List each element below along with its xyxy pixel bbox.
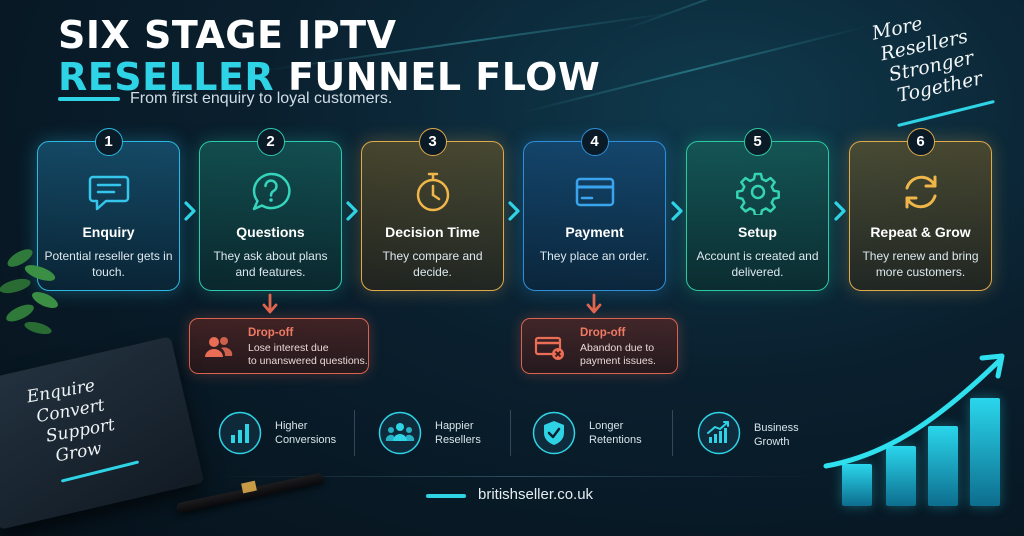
- benefit-line: Happier: [435, 420, 474, 432]
- benefit-label: Higher Conversions: [275, 419, 336, 447]
- step-title: Payment: [565, 224, 624, 240]
- step-description: They renew and bring more customers.: [862, 249, 979, 279]
- shield-check-icon: [532, 411, 576, 455]
- dropoff-description: Lose interest due to unanswered question…: [248, 342, 368, 368]
- credit-card-icon: [575, 177, 614, 207]
- benefit-line: Conversions: [275, 434, 337, 446]
- title-rest: FUNNEL FLOW: [287, 55, 601, 99]
- step-number: 1: [94, 128, 123, 156]
- step-title: Questions: [236, 224, 305, 240]
- subtitle: From first enquiry to loyal customers.: [130, 90, 393, 107]
- step-card-repeat-grow: 6 Repeat & Grow They renew and bring mor…: [849, 128, 992, 291]
- step-title: Decision Time: [385, 224, 480, 240]
- dropoff-title: Drop-off: [580, 327, 626, 339]
- step-card-setup: 5 Setup Account is created and delivered…: [686, 128, 829, 291]
- dropoff-line: payment issues.: [580, 355, 656, 367]
- dropoff-description: Abandon due to payment issues.: [580, 342, 656, 368]
- dropoff-card-questions: Drop-off Lose interest due to unanswered…: [189, 318, 369, 374]
- trend-up-icon: [697, 411, 741, 455]
- step-number: 6: [906, 128, 935, 156]
- step-card-questions: 2 Questions They ask about plans and fea…: [199, 128, 342, 291]
- arrow-down-icon: [262, 293, 278, 314]
- group-icon: [378, 411, 422, 455]
- step-title: Setup: [738, 224, 777, 240]
- notebook-text: Enquire Convert Support Grow: [25, 374, 120, 471]
- chevron-right-icon: [346, 201, 358, 221]
- gear-icon: [735, 172, 780, 215]
- benefit-line: Growth: [754, 436, 790, 448]
- card-declined-icon: [534, 336, 564, 360]
- bar-chart-icon: [218, 411, 262, 455]
- growth-bar: [970, 398, 1000, 506]
- chevron-right-icon: [508, 201, 520, 221]
- chat-icon: [88, 175, 129, 211]
- question-bubble-icon: [252, 172, 291, 211]
- title-accent: RESELLER: [58, 55, 275, 99]
- dropoff-line: Lose interest due: [248, 342, 329, 354]
- dropoff-title: Drop-off: [248, 327, 294, 339]
- title-line-2: RESELLER FUNNEL FLOW: [58, 56, 600, 98]
- chevron-right-icon: [834, 201, 846, 221]
- step-description: They ask about plans and features.: [213, 249, 328, 279]
- step-card-decision-time: 3 Decision Time They compare and decide.: [361, 128, 504, 291]
- growth-arrow-icon: [823, 353, 1005, 469]
- benefit-line: Higher: [275, 420, 308, 432]
- chevron-right-icon: [184, 201, 196, 221]
- stopwatch-icon: [416, 172, 449, 212]
- footer-website-link[interactable]: britishseller.co.uk: [478, 486, 594, 503]
- plant-decoration: [0, 249, 58, 335]
- benefit-label: Business Growth: [754, 421, 799, 449]
- growth-bar: [842, 464, 872, 506]
- title-block: SIX STAGE IPTV RESELLER FUNNEL FLOW: [58, 14, 600, 98]
- subtitle-accent-bar: [58, 97, 120, 101]
- benefit-label: Happier Resellers: [435, 419, 481, 447]
- footer-accent-bar: [426, 494, 466, 498]
- step-number: 2: [256, 128, 285, 156]
- benefit-separator: [672, 410, 673, 456]
- step-title: Repeat & Grow: [870, 224, 971, 240]
- dropoff-line: to unanswered questions.: [248, 355, 368, 367]
- growth-bar: [886, 446, 916, 506]
- benefits-divider-line: [215, 476, 815, 477]
- users-icon: [205, 337, 233, 357]
- handwritten-slogan: More Resellers Stronger Together: [870, 3, 984, 110]
- step-description: Potential reseller gets in touch.: [44, 249, 173, 279]
- chevron-right-icon: [671, 201, 683, 221]
- step-card-payment: 4 Payment They place an order.: [523, 128, 666, 291]
- step-description: They compare and decide.: [382, 249, 483, 279]
- step-description: They place an order.: [539, 249, 650, 263]
- benefit-line: Retentions: [589, 434, 642, 446]
- benefit-separator: [510, 410, 511, 456]
- benefit-line: Business: [754, 422, 799, 434]
- step-title: Enquiry: [82, 224, 135, 240]
- step-number: 5: [743, 128, 772, 156]
- benefit-line: Resellers: [435, 434, 481, 446]
- step-number: 4: [580, 128, 609, 156]
- step-description: Account is created and delivered.: [696, 249, 819, 279]
- refresh-icon: [905, 175, 936, 209]
- dropoff-card-payment: Drop-off Abandon due to payment issues.: [521, 318, 678, 374]
- growth-bar: [928, 426, 958, 506]
- dropoff-line: Abandon due to: [580, 342, 655, 354]
- arrow-down-icon: [586, 293, 602, 314]
- step-card-enquiry: 1 Enquiry Potential reseller gets in tou…: [37, 128, 180, 291]
- benefit-label: Longer Retentions: [589, 419, 642, 447]
- benefit-line: Longer: [589, 420, 624, 432]
- title-line-1: SIX STAGE IPTV: [58, 13, 397, 57]
- benefit-separator: [354, 410, 355, 456]
- step-number: 3: [418, 128, 447, 156]
